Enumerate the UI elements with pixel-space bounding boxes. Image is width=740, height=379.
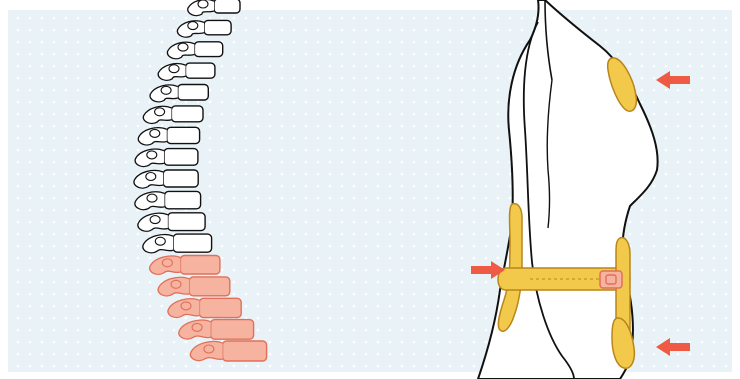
vertebral-body — [214, 0, 240, 13]
facet-joint — [155, 237, 165, 245]
vertebral-body — [165, 191, 201, 208]
vertebral-body — [167, 127, 200, 143]
vertebra — [138, 127, 199, 145]
facet-joint — [150, 216, 160, 224]
vertebral-body — [223, 341, 267, 361]
vertebral-body — [204, 20, 231, 34]
vertebra — [135, 191, 201, 209]
lumbar-vertebra — [190, 341, 266, 361]
vertebral-body — [164, 149, 198, 166]
vertebral-body — [211, 320, 254, 340]
vertebral-body — [178, 85, 209, 101]
vertebral-body — [180, 256, 220, 275]
vertebral-body — [168, 213, 205, 231]
vertebra — [138, 213, 205, 231]
vertebral-body — [171, 106, 203, 122]
lumbar-vertebra — [150, 256, 220, 275]
facet-joint — [192, 323, 202, 331]
vertebra — [143, 234, 212, 253]
vertebral-body — [189, 277, 230, 296]
vertebra — [143, 106, 203, 124]
vertebral-body — [163, 170, 198, 187]
vertebral-body — [173, 234, 211, 252]
lumbar-vertebra — [168, 298, 241, 317]
facet-joint — [150, 129, 160, 137]
vertebra — [158, 63, 215, 80]
brace-buckle — [600, 271, 622, 288]
facet-joint — [204, 345, 214, 353]
facet-joint — [169, 65, 179, 73]
vertebral-body — [194, 42, 222, 57]
facet-joint — [198, 0, 208, 8]
facet-joint — [181, 302, 191, 310]
facet-joint — [171, 280, 181, 288]
facet-joint — [155, 108, 165, 116]
facet-joint — [178, 43, 188, 51]
vertebral-body — [199, 298, 241, 317]
lumbar-vertebra — [179, 320, 254, 340]
facet-joint — [146, 173, 156, 181]
vertebra — [135, 149, 198, 167]
facet-joint — [147, 194, 157, 202]
facet-joint — [188, 22, 198, 30]
facet-joint — [161, 86, 171, 94]
vertebra — [134, 170, 198, 188]
facet-joint — [162, 259, 172, 267]
vertebral-body — [186, 63, 215, 78]
lumbar-vertebra — [158, 277, 230, 296]
vertebra — [150, 85, 208, 102]
facet-joint — [147, 151, 157, 159]
